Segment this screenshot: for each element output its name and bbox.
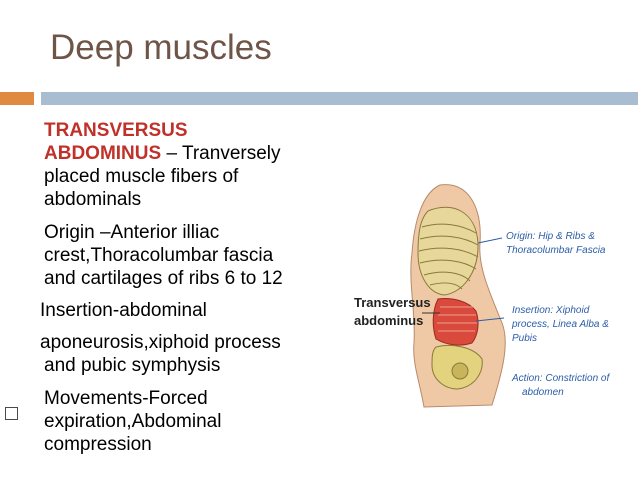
origin-label-line2: Thoracolumbar Fascia — [506, 245, 606, 256]
action-label-line1: Action: Constriction of — [511, 373, 610, 384]
muscle-heading-name: ABDOMINUS — [44, 143, 162, 164]
insertion-label-line3: Pubis — [512, 333, 537, 344]
muscle-fibers — [437, 306, 477, 332]
description-line: placed muscle fibers of — [44, 166, 239, 187]
insertion-line: aponeurosis,xiphoid process — [40, 332, 281, 353]
insertion-label-line2: process, Linea Alba & — [511, 319, 609, 330]
muscle-label-line1: Transversus — [354, 295, 431, 310]
muscle-heading-line2: ABDOMINUS – Tranversely — [44, 143, 281, 165]
muscle-description-start: – Tranversely — [161, 143, 281, 164]
insertion-pointer-line — [475, 317, 505, 322]
title-rule-accent — [0, 92, 34, 105]
title-rule-bar — [41, 92, 638, 105]
movement-line: expiration,Abdominal — [44, 411, 222, 432]
insertion-line: and pubic symphysis — [44, 355, 221, 376]
origin-line: Origin –Anterior illiac — [44, 222, 220, 243]
transversus-abdominis-diagram: Transversus abdominus Origin: Hip & Ribs… — [354, 184, 610, 408]
action-label-line2: abdomen — [522, 387, 564, 398]
transversus-muscle — [432, 298, 479, 346]
origin-label-line1: Origin: Hip & Ribs & — [506, 231, 595, 242]
rib-cage — [417, 206, 479, 296]
insertion-label-line1: Insertion: Xiphoid — [512, 305, 590, 316]
origin-line: crest,Thoracolumbar fascia — [44, 245, 274, 266]
muscle-heading-line1: TRANSVERSUS — [44, 120, 188, 141]
slide-title: Deep muscles — [50, 28, 272, 67]
movement-line: compression — [44, 434, 152, 455]
origin-pointer-line — [477, 237, 503, 244]
hip-joint — [451, 362, 469, 380]
insertion-line: Insertion-abdominal — [40, 300, 207, 321]
bullet-square-icon — [5, 407, 18, 420]
movement-line: Movements-Forced — [44, 388, 208, 409]
description-line: abdominals — [44, 189, 142, 210]
muscle-label-line2: abdominus — [354, 313, 423, 328]
origin-line: and cartilages of ribs 6 to 12 — [44, 268, 283, 289]
